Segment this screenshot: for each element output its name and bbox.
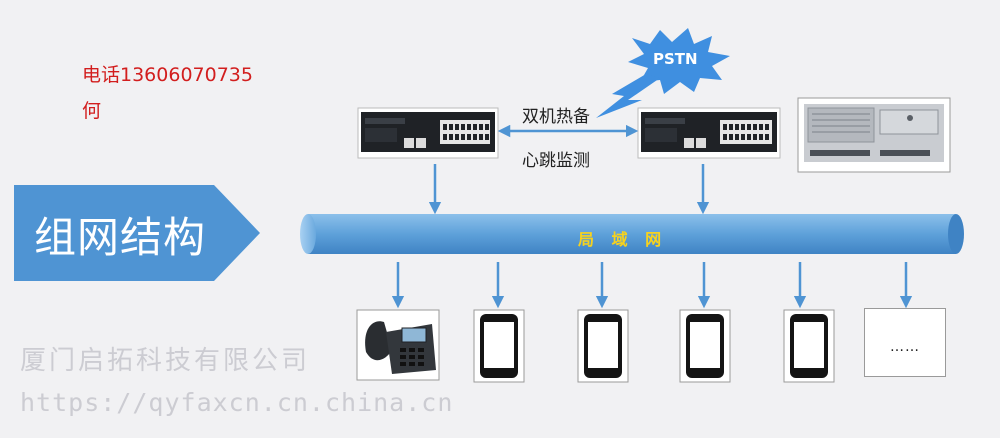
mobile-4 bbox=[783, 309, 835, 383]
contact-phone: 电话13606070735 bbox=[82, 64, 253, 86]
watermark-url: https://qyfaxcn.cn.china.cn bbox=[20, 388, 454, 417]
industrial-pc bbox=[797, 97, 951, 173]
more-terminals-label: …… bbox=[890, 339, 920, 355]
lan-bar bbox=[300, 214, 964, 254]
ip-desk-phone bbox=[356, 309, 440, 381]
server-right bbox=[637, 107, 781, 159]
server-left bbox=[357, 107, 499, 159]
lightning-bolt-icon bbox=[596, 74, 660, 118]
mobile-2 bbox=[577, 309, 629, 383]
hot-standby-label: 双机热备 bbox=[522, 107, 590, 127]
lan-label: 局 域 网 bbox=[578, 230, 668, 249]
mobile-1 bbox=[473, 309, 525, 383]
heartbeat-label: 心跳监测 bbox=[522, 151, 590, 171]
pstn-label: PSTN bbox=[653, 50, 698, 68]
more-terminals-box: …… bbox=[864, 308, 946, 377]
contact-name: 何 bbox=[82, 100, 102, 122]
watermark-company: 厦门启拓科技有限公司 bbox=[20, 346, 311, 376]
banner-title: 组网结构 bbox=[34, 213, 207, 262]
banner-arrow-shape bbox=[14, 185, 260, 281]
mobile-3 bbox=[679, 309, 731, 383]
